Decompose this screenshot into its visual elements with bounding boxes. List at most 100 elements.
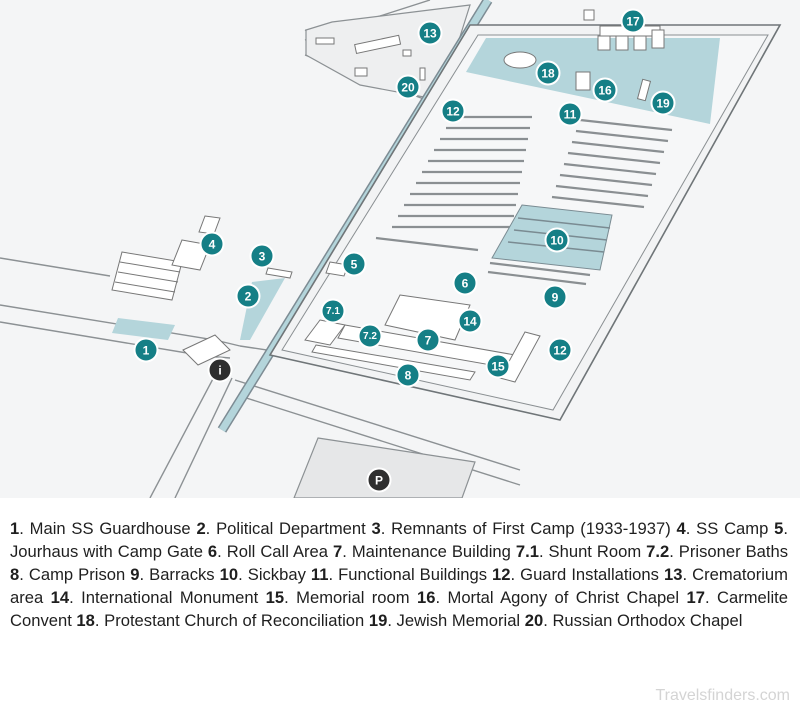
legend-item: 1. Main SS Guardhouse (10, 519, 197, 538)
map-marker-m71[interactable]: 7.1 (320, 298, 346, 324)
camp-map: 12345677.17.289101112121314151617181920i… (0, 0, 800, 498)
crematorium-building (354, 34, 402, 55)
marker-label: 20 (401, 81, 415, 95)
marker-circle (620, 8, 646, 34)
map-marker-m5[interactable]: 5 (341, 251, 367, 277)
map-marker-m14[interactable]: 14 (457, 308, 483, 334)
marker-label: 17 (626, 15, 640, 29)
map-marker-m17[interactable]: 17 (620, 8, 646, 34)
legend-number: 9 (130, 565, 140, 584)
map-marker-m12b[interactable]: 12 (547, 337, 573, 363)
legend-number: 17 (686, 588, 705, 607)
legend-text: Remnants of First Camp (1933-1937) (385, 519, 677, 538)
parking-lot (293, 437, 476, 498)
camp-prison-building (311, 344, 476, 381)
legend-text: Main SS Guardhouse (23, 519, 197, 538)
map-marker-m11[interactable]: 11 (557, 101, 583, 127)
marker-circle (341, 251, 367, 277)
map-marker-m15[interactable]: 15 (485, 353, 511, 379)
map-marker-m10[interactable]: 10 (544, 227, 570, 253)
legend-text: Mortal Agony of Christ Chapel (440, 588, 687, 607)
map-marker-m9[interactable]: 9 (542, 284, 568, 310)
marker-label: 12 (553, 344, 567, 358)
legend-number: 6 (207, 542, 218, 561)
map-marker-m7[interactable]: 7 (415, 327, 441, 353)
legend-item: 4. SS Camp (676, 519, 775, 538)
legend-text: Political Department (210, 519, 372, 538)
map-marker-m16[interactable]: 16 (592, 77, 618, 103)
marker-circle (415, 327, 441, 353)
marker-circle (249, 243, 275, 269)
legend-item: 8. Camp Prison (10, 565, 131, 584)
legend-number: 7 (333, 542, 343, 561)
jewish-memorial-building (636, 78, 652, 102)
legend-text: Jourhaus with Camp Gate (10, 542, 208, 561)
map-marker-m6[interactable]: 6 (452, 270, 478, 296)
legend-number: 14 (50, 588, 70, 607)
legend-text: Memorial room (288, 588, 417, 607)
marker-label: 5 (351, 258, 358, 272)
marker-circle (650, 90, 676, 116)
marker-circle (544, 227, 570, 253)
barracks-left-rows (375, 115, 532, 252)
legend-number: 2 (196, 519, 206, 538)
marker-circle (320, 298, 346, 324)
legend-number: 16 (417, 588, 436, 607)
marker-circle (547, 337, 573, 363)
legend-number: 1 (10, 519, 20, 538)
protestant-church-building (503, 51, 537, 69)
main-ss-guardhouse-area (112, 318, 175, 340)
legend-number: 20 (524, 611, 544, 630)
marker-label: 19 (656, 97, 670, 111)
legend-text: Prisoner Baths (673, 542, 789, 561)
legend-item: 10. Sickbay (219, 565, 311, 584)
legend-item: 11. Functional Buildings (310, 565, 493, 584)
marker-circle (357, 323, 383, 349)
legend-number: 18 (76, 611, 95, 630)
marker-circle (457, 308, 483, 334)
map-marker-m19[interactable]: 19 (650, 90, 676, 116)
marker-circle (440, 98, 466, 124)
map-marker-m13[interactable]: 13 (417, 20, 443, 46)
map-marker-m8[interactable]: 8 (395, 362, 421, 388)
map-marker-m3[interactable]: 3 (249, 243, 275, 269)
marker-circle (542, 284, 568, 310)
marker-label: 10 (550, 234, 564, 248)
marker-label: 4 (209, 238, 216, 252)
map-marker-m4[interactable]: 4 (199, 231, 225, 257)
legend-text: Guard Installations (515, 565, 664, 584)
legend-item: 7.1. Shunt Room (515, 542, 647, 561)
legend-item: 18. Protestant Church of Reconciliation (76, 611, 369, 630)
map-marker-parking[interactable]: P (366, 467, 392, 493)
marker-circle (207, 357, 233, 383)
barracks-right-rows (487, 118, 673, 286)
map-marker-m18[interactable]: 18 (535, 60, 561, 86)
legend-number: 13 (663, 565, 683, 584)
mortal-agony-chapel-building (575, 71, 591, 91)
map-marker-m2[interactable]: 2 (235, 283, 261, 309)
legend-number: 5 (774, 519, 784, 538)
marker-label: 13 (423, 27, 437, 41)
marker-label: i (218, 364, 221, 378)
map-marker-m72[interactable]: 7.2 (357, 323, 383, 349)
marker-label: 9 (552, 291, 559, 305)
map-marker-m12a[interactable]: 12 (440, 98, 466, 124)
legend-number: 11 (310, 565, 329, 584)
legend-item: 16. Mortal Agony of Christ Chapel (417, 588, 687, 607)
russian-orthodox-chapel-building (419, 67, 426, 81)
legend-text: SS Camp (690, 519, 775, 538)
legend-item: 12. Guard Installations (492, 565, 664, 584)
legend-text: Camp Prison (23, 565, 131, 584)
legend-number: 12 (492, 565, 511, 584)
legend-item: 13. Crematorium area (10, 565, 788, 607)
marker-circle (199, 231, 225, 257)
map-legend: 1. Main SS Guardhouse 2. Political Depar… (10, 517, 788, 632)
marker-circle (395, 74, 421, 100)
marker-circle (592, 77, 618, 103)
map-marker-m1[interactable]: 1 (133, 337, 159, 363)
marker-label: 1 (143, 344, 150, 358)
map-marker-m20[interactable]: 20 (395, 74, 421, 100)
legend-item: 14. International Monument (50, 588, 266, 607)
map-marker-info[interactable]: i (207, 357, 233, 383)
legend-text: Shunt Room (543, 542, 647, 561)
